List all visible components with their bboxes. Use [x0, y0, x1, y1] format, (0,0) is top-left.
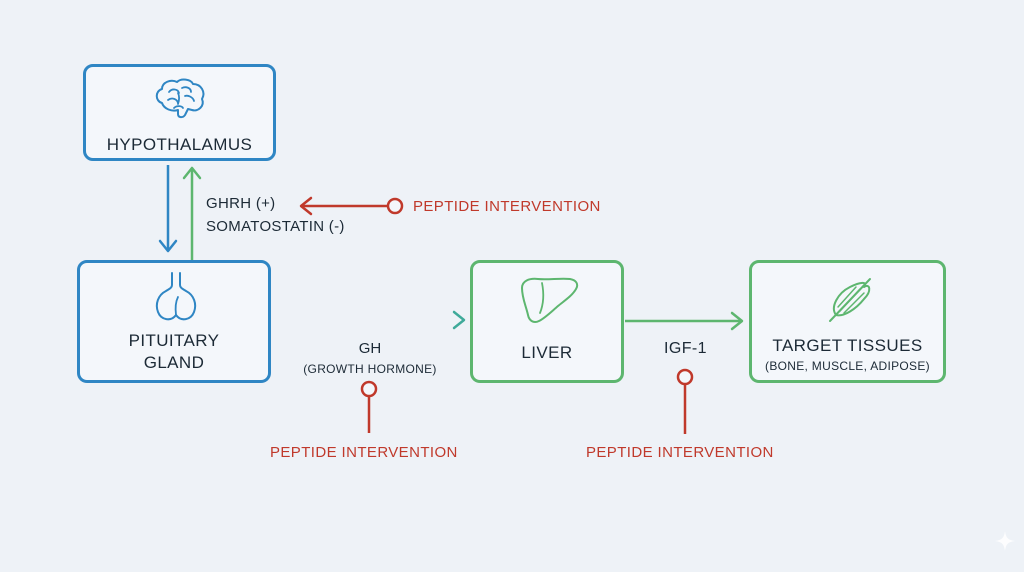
target-tissues-box[interactable]: TARGET TISSUES (BONE, MUSCLE, ADIPOSE)	[749, 260, 946, 383]
liver-label: LIVER	[521, 343, 573, 362]
liver-icon	[521, 277, 579, 324]
feedback-intervention-arrowhead	[299, 196, 313, 216]
gh-label: GH	[358, 340, 382, 357]
hypothalamus-to-pituitary-arrowhead	[158, 239, 178, 253]
target-tissues-sublabel: (BONE, MUSCLE, ADIPOSE)	[765, 359, 930, 373]
gh-sublabel: (GROWTH HORMONE)	[303, 362, 437, 376]
feedback-intervention-node	[386, 197, 404, 215]
muscle-icon	[829, 278, 871, 322]
igf-label: IGF-1	[664, 340, 707, 357]
ghrh-label: GHRH (+)	[206, 195, 276, 212]
pituitary-label: PITUITARY GLAND	[128, 331, 220, 372]
brain-icon	[155, 78, 205, 119]
igf-intervention-label: PEPTIDE INTERVENTION	[586, 444, 774, 461]
sparkle-icon	[995, 531, 1015, 551]
feedback-intervention-label: PEPTIDE INTERVENTION	[413, 198, 601, 215]
pituitary-box[interactable]: PITUITARY GLAND	[77, 260, 271, 383]
somatostatin-label: SOMATOSTATIN (-)	[206, 218, 345, 235]
gh-intervention-node	[360, 380, 378, 398]
hypothalamus-box[interactable]: HYPOTHALAMUS	[83, 64, 276, 161]
igf-arrowhead	[730, 311, 744, 331]
target-tissues-label: TARGET TISSUES	[772, 336, 923, 355]
liver-box[interactable]: LIVER	[470, 260, 624, 383]
igf-intervention-node	[676, 368, 694, 386]
gh-intervention-label: PEPTIDE INTERVENTION	[270, 444, 458, 461]
pituitary-gland-icon	[155, 272, 197, 321]
hypothalamus-label: HYPOTHALAMUS	[106, 135, 253, 154]
pituitary-to-hypothalamus-arrowhead	[182, 166, 202, 180]
gh-arrowhead	[452, 310, 466, 330]
